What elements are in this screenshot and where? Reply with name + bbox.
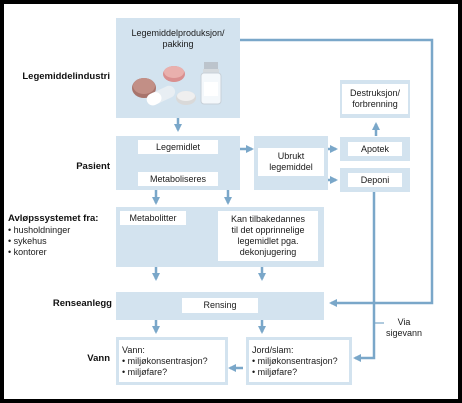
label-treatment: Renseanlegg	[52, 298, 112, 309]
reform-label: Kan tilbakedannes til det opprinnelige l…	[218, 211, 318, 261]
pharmacy-box: Apotek	[340, 137, 410, 161]
water-box: Vann: • miljøkonsentrasjon? • miljøfare?	[116, 337, 228, 385]
metabolized-box: Metaboliseres	[138, 172, 218, 186]
landfill-label: Deponi	[348, 173, 402, 187]
vial-icon	[200, 62, 222, 105]
soil-label: Jord/slam: • miljøkonsentrasjon? • miljø…	[249, 340, 349, 382]
via-leachate-label: Via sigevann	[385, 317, 423, 338]
production-label: Legemiddelproduksjon/ pakking	[131, 28, 225, 49]
metabolites-label: Metabolitter	[120, 211, 186, 225]
pharmacy-label: Apotek	[348, 142, 402, 156]
label-water: Vann	[87, 353, 110, 364]
unused-box: Ubrukt legemiddel	[254, 136, 328, 190]
unused-label: Ubrukt legemiddel	[258, 148, 324, 176]
line-production-to-far-right	[240, 38, 434, 307]
soil-box: Jord/slam: • miljøkonsentrasjon? • miljø…	[246, 337, 352, 385]
sewage-box: Metabolitter Kan tilbakedannes til det o…	[116, 207, 324, 267]
label-industry: Legemiddelindustri	[22, 71, 110, 82]
drug-box: Legemidlet	[138, 140, 218, 154]
industry-box: Legemiddelproduksjon/ pakking	[116, 18, 240, 118]
treatment-box: Rensing	[116, 292, 324, 320]
pills-icon	[132, 66, 196, 106]
line-landfill-to-soil	[353, 191, 376, 362]
water-label: Vann: • miljøkonsentrasjon? • miljøfare?	[119, 340, 225, 382]
landfill-box: Deponi	[340, 168, 410, 192]
destruction-label: Destruksjon/ forbrenning	[342, 84, 408, 114]
purification-label: Rensing	[182, 298, 258, 313]
destruction-box: Destruksjon/ forbrenning	[340, 80, 410, 118]
patient-box: Legemidlet Metaboliseres	[116, 136, 240, 190]
label-sewage-title: Avløpssystemet fra:	[8, 213, 99, 224]
label-patient: Pasient	[76, 161, 110, 172]
label-sewage-items: • husholdninger • sykehus • kontorer	[8, 225, 71, 257]
